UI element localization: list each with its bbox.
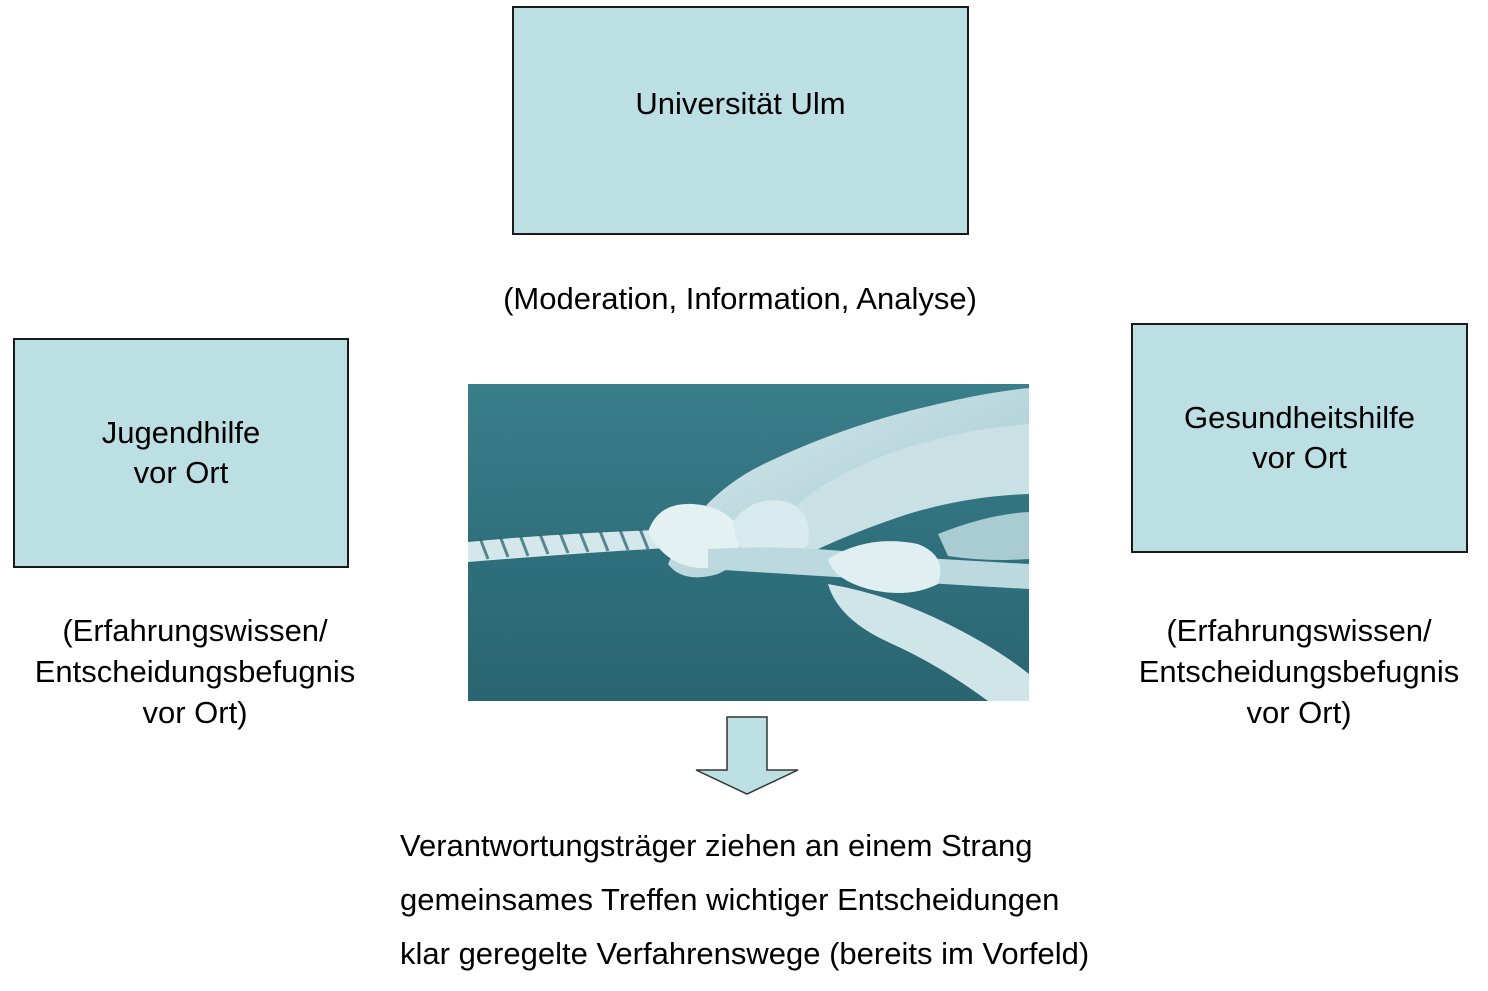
caption-gesundheitshilfe-line2: Entscheidungsbefugnis xyxy=(1138,654,1460,689)
tug-of-war-photo xyxy=(468,384,1029,701)
box-universitaet-ulm: Universität Ulm xyxy=(512,6,969,235)
caption-jugendhilfe-line1: (Erfahrungswissen/ xyxy=(62,613,328,648)
caption-jugendhilfe: (Erfahrungswissen/ Entscheidungsbefugnis… xyxy=(0,610,390,733)
box-jugendhilfe-line2: vor Ort xyxy=(133,455,229,490)
conclusions-list: Verantwortungsträger ziehen an einem Str… xyxy=(400,826,1400,988)
box-universitaet-ulm-label: Universität Ulm xyxy=(635,86,846,121)
caption-gesundheitshilfe: (Erfahrungswissen/ Entscheidungsbefugnis… xyxy=(1110,610,1488,733)
conclusion-item: Verantwortungsträger ziehen an einem Str… xyxy=(400,828,1033,863)
box-jugendhilfe-line1: Jugendhilfe xyxy=(101,415,261,450)
box-gesundheitshilfe: Gesundheitshilfe vor Ort xyxy=(1131,323,1468,553)
box-gesundheitshilfe-line2: vor Ort xyxy=(1252,440,1347,475)
conclusion-item: gemeinsames Treffen wichtiger Entscheidu… xyxy=(400,882,1060,917)
conclusion-item: klar geregelte Verfahrenswege (bereits i… xyxy=(400,936,1090,971)
caption-jugendhilfe-line2: Entscheidungsbefugnis xyxy=(34,654,356,689)
box-gesundheitshilfe-line1: Gesundheitshilfe xyxy=(1184,400,1415,435)
caption-gesundheitshilfe-line3: vor Ort) xyxy=(1246,695,1352,730)
box-jugendhilfe: Jugendhilfe vor Ort xyxy=(13,338,349,568)
caption-universitaet-ulm: (Moderation, Information, Analyse) xyxy=(503,281,977,316)
down-arrow-icon xyxy=(695,716,799,795)
caption-jugendhilfe-line3: vor Ort) xyxy=(142,695,248,730)
caption-gesundheitshilfe-line1: (Erfahrungswissen/ xyxy=(1166,613,1432,648)
